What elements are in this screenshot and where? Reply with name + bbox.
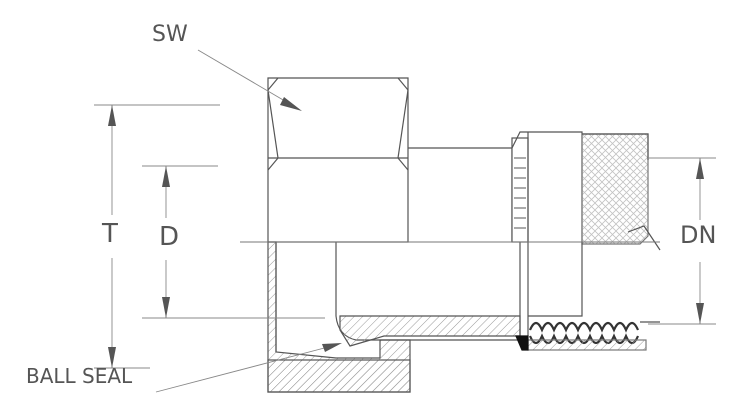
dimension-dn	[648, 157, 716, 325]
hose-braid	[581, 133, 661, 251]
leader-sw	[197, 49, 302, 111]
label-ball-seal: BALL SEAL	[26, 364, 133, 388]
corrugated-hose	[527, 321, 660, 351]
label-t: T	[102, 219, 118, 249]
fitting-body	[408, 131, 583, 243]
label-dn: DN	[680, 221, 717, 249]
label-d: D	[159, 222, 180, 252]
ball-seal	[515, 335, 529, 351]
nut-section	[267, 241, 411, 393]
dimension-d	[142, 165, 325, 319]
inner-bore	[335, 242, 583, 347]
label-sw: SW	[152, 22, 188, 47]
dimension-t	[94, 104, 220, 369]
leader-ball-seal	[155, 343, 342, 393]
